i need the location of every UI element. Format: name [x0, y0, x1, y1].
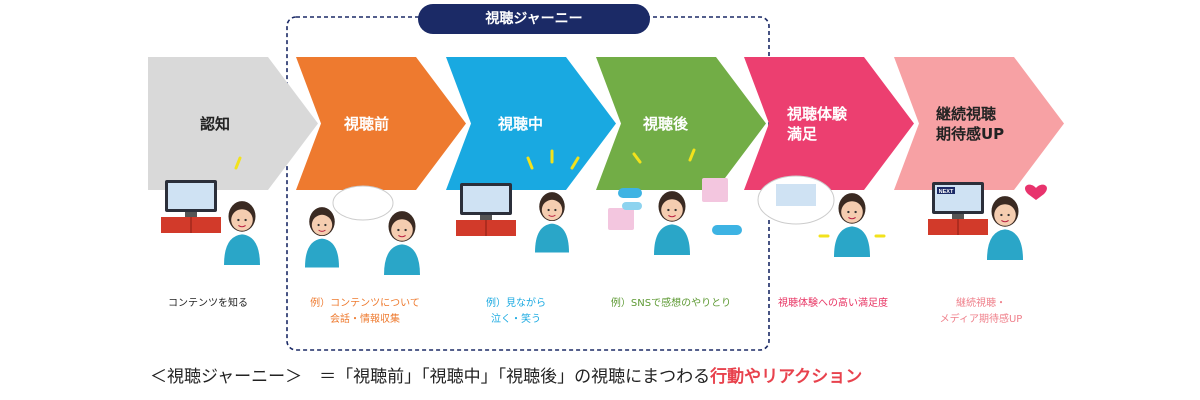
arrow-step-5 [744, 57, 914, 190]
step-title-2: 視聴前 [344, 114, 389, 134]
person-aware [224, 201, 260, 265]
step-title-4: 視聴後 [643, 114, 688, 134]
caption-line1: 例）SNSで感想のやりとり [610, 298, 732, 309]
arrow-step-3 [446, 57, 616, 190]
step-title-3: 視聴中 [498, 114, 543, 134]
step-title-line2: 期待感UP [936, 125, 1005, 143]
person-chatting-2 [384, 211, 420, 275]
footer-prefix: ＜視聴ジャーニー＞ ＝「視聴前」「視聴中」「視聴後」の視聴にまつわる [150, 367, 711, 387]
person-with-phone [654, 191, 690, 255]
arrow-step-4 [596, 57, 766, 190]
person-jumping [535, 192, 569, 253]
footer-definition: ＜視聴ジャーニー＞ ＝「視聴前」「視聴中」「視聴後」の視聴にまつわる行動やリアク… [150, 365, 862, 389]
step-title-line1: 認知 [200, 115, 231, 133]
tv-illustration-6: NEXT [928, 182, 988, 235]
arrow-step-1 [148, 57, 318, 190]
sns-message [618, 188, 642, 198]
spark-mark [526, 156, 534, 170]
step-title-line1: 視聴後 [643, 115, 689, 133]
step-title-5: 視聴体験満足 [787, 104, 847, 144]
memory-screen [776, 184, 816, 206]
caption-line2: 泣く・笑う [491, 314, 541, 325]
spark-mark [234, 156, 242, 170]
caption-line1: 視聴体験への高い満足度 [778, 298, 888, 309]
sns-message [712, 225, 742, 235]
tv-illustration-1 [161, 180, 221, 233]
step-caption-3: 例）見ながら泣く・笑う [456, 296, 576, 328]
sns-photo-2 [702, 178, 728, 202]
step-caption-1: コンテンツを知る [148, 296, 268, 312]
chat-bubble [332, 185, 394, 221]
step-title-line1: 視聴前 [344, 115, 390, 133]
sns-message [622, 202, 642, 210]
footer-accent: 行動やリアクション [710, 367, 863, 387]
step-title-line2: 満足 [787, 125, 818, 143]
person-chatting-1 [305, 207, 339, 268]
caption-line1: コンテンツを知る [168, 298, 248, 309]
step-title-line1: 視聴体験 [787, 105, 848, 123]
spark-mark [688, 148, 696, 162]
arrow-step-2 [296, 57, 466, 190]
heart-icon [1025, 184, 1047, 200]
step-title-6: 継続視聴期待感UP [936, 104, 1004, 144]
journey-badge: 視聴ジャーニー [418, 4, 650, 34]
sns-photo-1 [608, 208, 634, 230]
step-caption-4: 例）SNSで感想のやりとり [596, 296, 746, 312]
step-title-line1: 継続視聴 [936, 105, 997, 123]
arrow-step-6 [894, 57, 1064, 190]
spark-mark [632, 152, 642, 164]
tv-next-label: NEXT [939, 189, 954, 195]
step-title-1: 認知 [200, 114, 230, 134]
caption-line2: メディア期待感UP [939, 314, 1023, 325]
person-hopeful [987, 196, 1023, 260]
step-caption-5: 視聴体験への高い満足度 [758, 296, 908, 312]
step-title-line1: 視聴中 [498, 115, 544, 133]
step-caption-6: 継続視聴・メディア期待感UP [906, 296, 1056, 328]
person-satisfied [834, 193, 870, 257]
caption-line1: 例）見ながら [486, 298, 546, 309]
tv-illustration-3 [456, 183, 516, 236]
step-caption-2: 例）コンテンツについて会話・情報収集 [300, 296, 430, 328]
caption-line1: 例）コンテンツについて [310, 298, 420, 309]
caption-line1: 継続視聴・ [956, 298, 1006, 309]
caption-line2: 会話・情報収集 [330, 314, 400, 325]
spark-mark [570, 156, 580, 170]
